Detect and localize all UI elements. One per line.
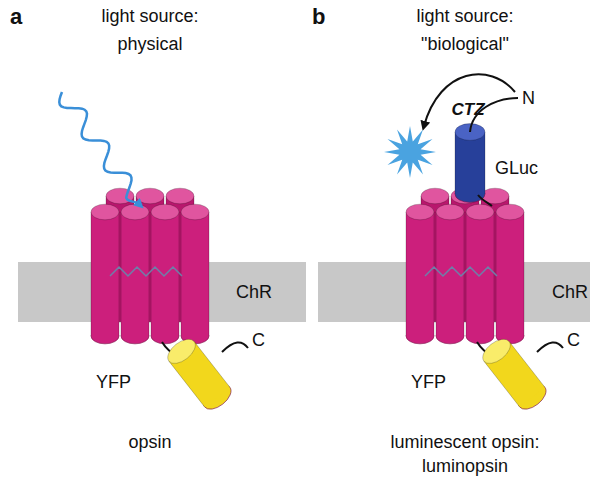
yfp-barrel-edge	[484, 361, 520, 407]
caption-line: opsin	[128, 432, 171, 453]
helix-edge	[466, 212, 467, 336]
helix	[181, 204, 209, 344]
helix-edge	[434, 212, 435, 336]
part-name: ChR	[552, 282, 588, 303]
part-name: GLuc	[495, 158, 538, 179]
yfp-barrel-top	[163, 334, 199, 368]
yfp-barrel-edge	[169, 361, 205, 407]
yfp-barrel-top	[478, 334, 514, 368]
part-name: ChR	[236, 282, 272, 303]
helix	[406, 204, 434, 344]
helix-top	[151, 204, 179, 220]
yfp-barrel	[163, 334, 235, 414]
helix-edge	[524, 212, 525, 336]
helix-edge	[406, 212, 407, 336]
terminus-label: N	[522, 88, 535, 109]
helix-top	[421, 188, 449, 204]
c-terminus-line	[537, 342, 563, 352]
retinal	[110, 267, 182, 276]
linker-line	[478, 195, 492, 206]
gluc-barrel-edge	[485, 132, 486, 194]
yfp-group	[478, 334, 550, 414]
helix-body	[496, 212, 524, 336]
light-wave	[59, 92, 140, 205]
header-line: light source:	[416, 6, 513, 27]
terminus-label: C	[252, 330, 265, 351]
part-name: YFP	[411, 372, 446, 393]
helix	[91, 204, 119, 344]
helix-edge	[91, 212, 92, 336]
helix-top	[121, 204, 149, 220]
yfp-group	[163, 334, 235, 414]
header-line: light source:	[101, 6, 198, 27]
helix-top	[136, 188, 164, 204]
helix-edge	[209, 212, 210, 336]
panel-letter: b	[312, 4, 325, 29]
helix-top	[436, 204, 464, 220]
helix-top	[91, 204, 119, 220]
helix-top	[496, 204, 524, 220]
panel-letter: a	[10, 4, 22, 29]
helix-edge	[436, 212, 437, 336]
terminus-label: C	[567, 330, 580, 351]
luminescence-burst	[384, 126, 436, 178]
helix-body	[181, 212, 209, 336]
gluc-barrel-body	[455, 132, 485, 194]
helix-top	[466, 204, 494, 220]
helix-edge	[151, 212, 152, 336]
helix-edge	[121, 212, 122, 336]
yfp-barrel	[478, 334, 550, 414]
ctz-arrow	[424, 74, 515, 126]
helix	[496, 204, 524, 344]
retinal	[425, 267, 497, 276]
helix-top	[166, 188, 194, 204]
caption-line: luminopsin	[422, 456, 508, 477]
c-terminus-line	[222, 342, 248, 352]
helix-top	[181, 204, 209, 220]
helix-edge	[119, 212, 120, 336]
part-name: YFP	[96, 372, 131, 393]
gluc-barrel	[455, 124, 485, 203]
gluc-barrel-edge	[455, 132, 456, 194]
caption-line: luminescent opsin:	[390, 432, 539, 453]
substrate-label: CTZ	[451, 100, 484, 120]
header-line: "biological"	[421, 34, 509, 55]
helix-body	[406, 212, 434, 336]
header-line: physical	[117, 34, 182, 55]
helix-top	[406, 204, 434, 220]
helix-body	[91, 212, 119, 336]
